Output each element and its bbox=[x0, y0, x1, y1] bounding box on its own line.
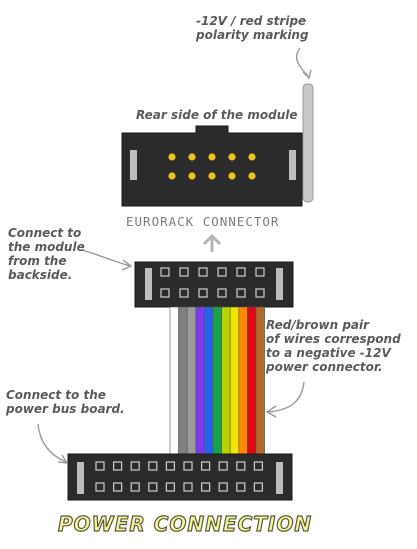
arrow-redbrown bbox=[267, 381, 305, 413]
bus-annotation: Connect to the power bus board. bbox=[6, 388, 125, 416]
polarity-line-2: polarity marking bbox=[196, 28, 309, 42]
gold-pin bbox=[188, 172, 196, 180]
module-line-3: from the bbox=[8, 254, 67, 268]
rear-connector bbox=[121, 125, 303, 207]
polarity-line-1: -12V / red stripe bbox=[196, 14, 307, 28]
power-connection-title: POWER CONNECTION bbox=[57, 511, 313, 536]
gold-pin bbox=[228, 153, 236, 161]
ribbon-wire bbox=[178, 306, 188, 455]
socket-hole bbox=[160, 288, 170, 298]
socket-hole bbox=[236, 267, 246, 277]
module-line-4: backside. bbox=[8, 268, 73, 282]
socket-hole bbox=[112, 461, 123, 471]
gold-pin bbox=[248, 153, 256, 161]
ribbon-wire bbox=[169, 306, 179, 455]
socket-hole bbox=[218, 461, 228, 471]
gold-pin bbox=[248, 172, 256, 180]
socket-hole bbox=[236, 482, 246, 492]
socket-hole bbox=[217, 288, 227, 298]
socket-hole bbox=[148, 461, 158, 471]
ribbon-cable bbox=[169, 306, 265, 455]
socket-hole bbox=[95, 461, 105, 471]
ribbon-wire bbox=[212, 306, 222, 455]
gold-pin bbox=[228, 172, 236, 180]
socket-hole bbox=[236, 461, 246, 471]
socket-hole bbox=[130, 461, 140, 471]
socket-hole bbox=[95, 482, 105, 492]
socket-hole bbox=[253, 461, 263, 471]
socket-hole bbox=[236, 288, 246, 298]
rear-connector-pins bbox=[168, 153, 256, 180]
redbrown-line-1: Red/brown pair bbox=[266, 318, 370, 332]
socket-hole bbox=[165, 482, 175, 492]
socket-hole bbox=[198, 288, 208, 298]
redbrown-line-4: power connector. bbox=[266, 360, 383, 374]
bus-side-sockets bbox=[95, 461, 263, 492]
module-line-1: Connect to bbox=[8, 226, 82, 240]
redbrown-annotation: Red/brown pair of wires correspond to a … bbox=[266, 318, 401, 374]
ribbon-wire bbox=[238, 306, 248, 455]
module-side-sockets bbox=[160, 267, 265, 298]
socket-hole bbox=[112, 482, 123, 492]
socket-hole bbox=[218, 482, 228, 492]
socket-hole bbox=[179, 288, 189, 298]
ribbon-wire bbox=[195, 306, 205, 455]
socket-hole bbox=[179, 267, 189, 277]
gold-pin bbox=[168, 172, 176, 180]
bus-line-2: power bus board. bbox=[6, 402, 125, 416]
polarity-stripe bbox=[302, 83, 314, 203]
pointer-arrows bbox=[37, 47, 312, 464]
bus-side-plug bbox=[67, 453, 293, 501]
rear-connector-latch-left bbox=[130, 150, 137, 180]
gold-pin bbox=[208, 172, 216, 180]
eurorack-connector-label: EURORACK CONNECTOR bbox=[126, 214, 280, 229]
socket-hole bbox=[201, 461, 211, 471]
rear-side-label: Rear side of the module bbox=[136, 108, 298, 122]
socket-hole bbox=[217, 267, 227, 277]
socket-hole bbox=[255, 288, 265, 298]
socket-hole bbox=[201, 482, 211, 492]
socket-hole bbox=[165, 461, 175, 471]
ribbon-wire bbox=[247, 306, 257, 455]
module-annotation: Connect to the module from the backside. bbox=[8, 226, 85, 282]
module-side-plug bbox=[134, 261, 294, 308]
socket-hole bbox=[160, 267, 170, 277]
redbrown-line-2: of wires correspond bbox=[266, 332, 401, 346]
ribbon-wire bbox=[204, 306, 214, 455]
socket-hole bbox=[253, 482, 263, 492]
ribbon-wire bbox=[186, 306, 197, 455]
socket-hole bbox=[130, 482, 140, 492]
gold-pin bbox=[188, 153, 196, 161]
socket-hole bbox=[198, 267, 208, 277]
redbrown-line-3: to a negative -12V bbox=[266, 346, 391, 360]
socket-hole bbox=[183, 482, 193, 492]
socket-hole bbox=[183, 461, 193, 471]
arrow-up bbox=[202, 233, 222, 252]
socket-hole bbox=[148, 482, 158, 492]
ribbon-wire bbox=[221, 306, 231, 455]
arrow-bus bbox=[37, 423, 67, 463]
arrow-module bbox=[81, 249, 131, 267]
gold-pin bbox=[208, 153, 216, 161]
ribbon-wire bbox=[229, 306, 240, 455]
rear-connector-latch-right bbox=[289, 150, 296, 180]
ribbon-wire bbox=[255, 306, 265, 455]
gold-pin bbox=[168, 153, 176, 161]
polarity-annotation: -12V / red stripe polarity marking bbox=[196, 14, 309, 42]
arrow-polarity bbox=[296, 47, 309, 77]
bus-line-1: Connect to the bbox=[6, 388, 106, 402]
socket-hole bbox=[255, 267, 265, 277]
module-line-2: the module bbox=[8, 240, 85, 254]
